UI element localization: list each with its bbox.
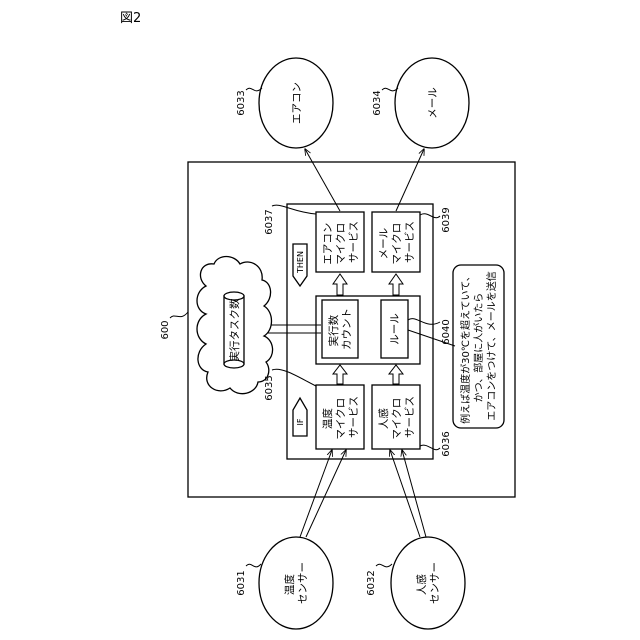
aircon-service-line-3: サービス — [348, 221, 360, 263]
temp-sensor-line-1: 温度 — [283, 574, 296, 595]
human-service-line-1: 人感 — [377, 408, 390, 429]
mail-service-line-2: マイクロ — [391, 223, 403, 265]
system-leader — [170, 312, 188, 318]
aircon-device-label: エアコン — [291, 82, 303, 124]
rule-box-label: ルール — [389, 313, 401, 345]
ref-6039: 6039 — [441, 207, 452, 232]
rule-note-text: 例えば温度が30℃を超えていて、 かつ、部屋に人がいたら エアコンをつけて、メー… — [459, 268, 498, 424]
aircon-service-line-1: エアコン — [322, 223, 334, 265]
system-number: 600 — [160, 320, 171, 339]
mail-service-line-1: メール — [378, 228, 390, 260]
ref-6040: 6040 — [441, 319, 452, 344]
human-sensor-ellipse — [391, 537, 465, 629]
temp-service-line-2: マイクロ — [335, 398, 347, 440]
temp-service-line-3: サービス — [348, 396, 360, 438]
mail-service-text: メール マイクロ サービス — [378, 219, 416, 264]
ref-6036: 6036 — [441, 431, 452, 456]
leader-6032 — [376, 564, 392, 567]
aircon-service-text: エアコン マイクロ サービス — [322, 219, 360, 264]
ref-6032: 6032 — [366, 570, 377, 595]
count-box-line-2: カウント — [341, 308, 353, 350]
ref-6034: 6034 — [372, 90, 383, 115]
rule-note-line-2: かつ、部屋に人がいたら — [472, 293, 485, 403]
leader-6034 — [382, 88, 398, 91]
cloud-label: 実行タスク数 — [228, 298, 241, 361]
rule-note-line-3: エアコンをつけて、メールを送信 — [485, 271, 498, 421]
if-tag-label: IF — [296, 418, 305, 425]
count-box-line-1: 実行数 — [327, 314, 340, 346]
cylinder: 実行タスク数 — [224, 292, 244, 368]
rule-note-line-1: 例えば温度が30℃を超えていて、 — [459, 271, 472, 424]
temp-sensor-ellipse — [259, 537, 333, 629]
temp-service-line-1: 温度 — [321, 408, 334, 429]
human-service-line-3: サービス — [404, 396, 416, 438]
then-tag-label: THEN — [296, 251, 305, 274]
ref-6037: 6037 — [264, 209, 275, 234]
leader-6033 — [246, 88, 262, 91]
ref-6035: 6035 — [264, 375, 275, 400]
ref-6033: 6033 — [236, 90, 247, 115]
human-sensor-line-2: センサー — [429, 562, 441, 604]
then-tag: THEN — [293, 244, 307, 286]
mail-service-line-3: サービス — [404, 221, 416, 263]
mail-device-label: メール — [427, 87, 439, 119]
leader-6031 — [246, 564, 261, 567]
human-sensor-line-1: 人感 — [415, 574, 428, 595]
human-service-line-2: マイクロ — [391, 398, 403, 440]
ref-6031: 6031 — [236, 570, 247, 595]
aircon-service-line-2: マイクロ — [335, 223, 347, 265]
temp-sensor-line-2: センサー — [297, 562, 309, 604]
figure-title: 図2 — [120, 11, 141, 26]
